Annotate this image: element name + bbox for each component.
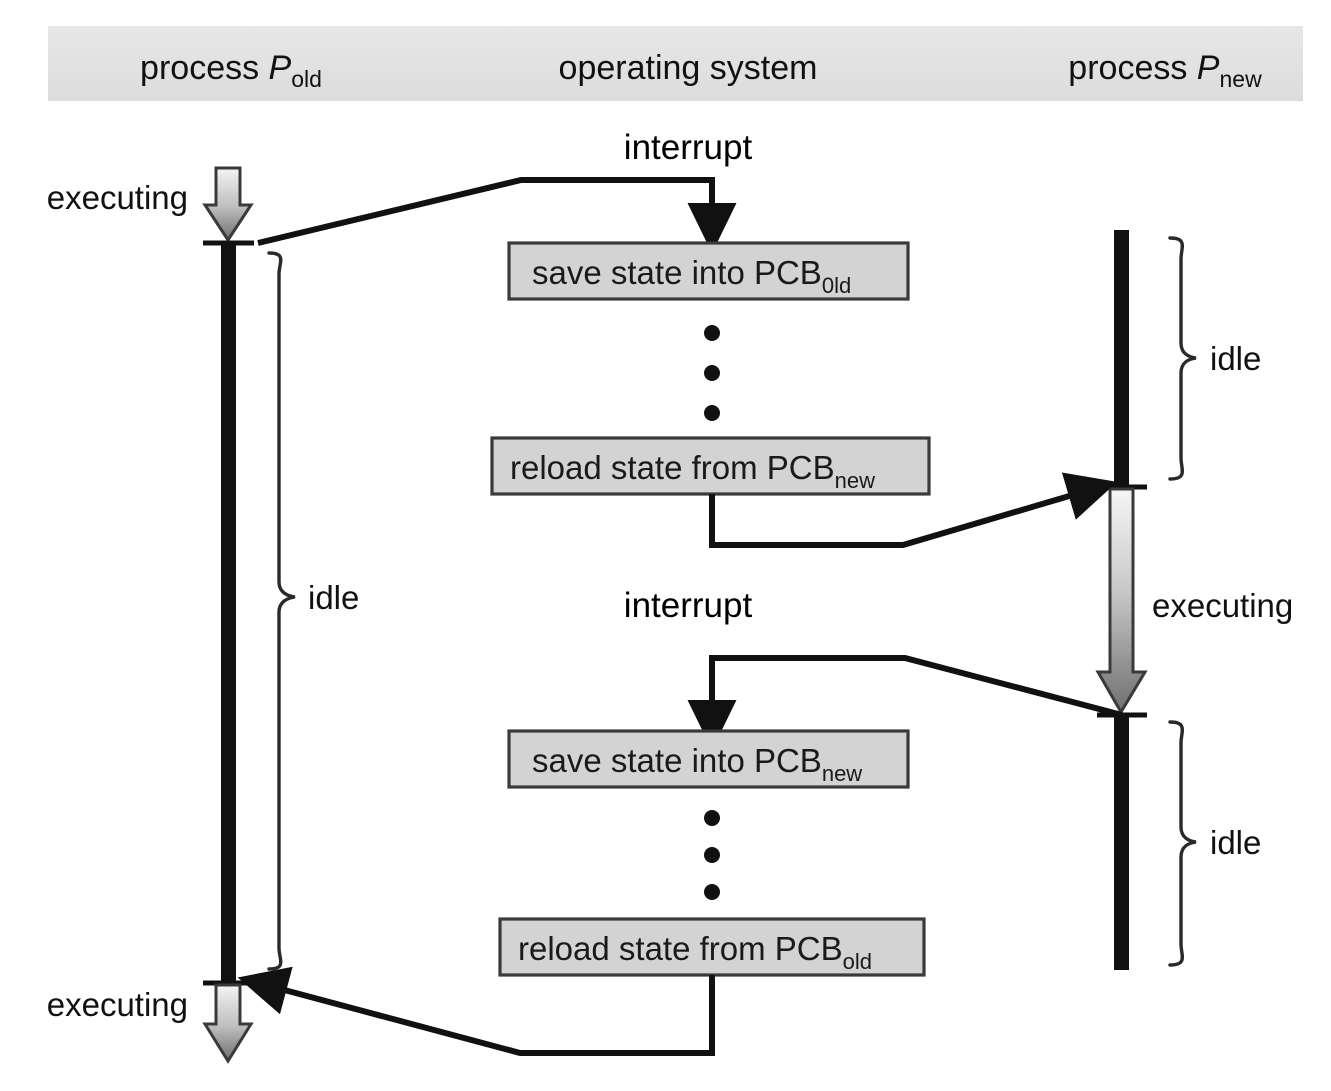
right-label-idle-top: idle — [1210, 340, 1261, 377]
box-reload-state-from-pcb-new — [490, 436, 931, 496]
box-label-reload-state-from-pcb-new: reload state from PCBnew — [510, 449, 875, 493]
interrupt-label-2: interrupt — [624, 586, 753, 625]
ellipsis-dot — [704, 405, 720, 421]
right-executing-arrow — [1095, 487, 1148, 715]
left-label-idle: idle — [308, 579, 359, 616]
ellipsis-dot — [704, 884, 720, 900]
ellipsis-dot — [704, 847, 720, 863]
box-save-state-into-pcb-new — [507, 729, 910, 789]
connector-new-to-save-state — [687, 655, 1123, 751]
interrupt-label-1: interrupt — [624, 128, 753, 167]
header-label-process-new: process Pnew — [1068, 49, 1262, 92]
ellipsis-dot — [704, 365, 720, 381]
box-save-state-into-pcb-old — [507, 241, 910, 301]
right-idle-brace-bottom — [1168, 720, 1197, 967]
box-label-reload-state-from-pcb-old: reload state from PCBold — [518, 930, 872, 974]
connector-old-to-save-state — [257, 177, 737, 254]
left-idle-brace — [267, 251, 296, 971]
left-label-executing-top: executing — [47, 179, 188, 216]
right-label-idle-bottom: idle — [1210, 824, 1261, 861]
right-idle-brace-top — [1168, 236, 1197, 481]
column-header-bar — [48, 26, 1303, 101]
left-executing-arrow-top — [202, 166, 254, 243]
left-timeline-idle-bar — [221, 243, 236, 983]
left-executing-arrow-bottom — [202, 983, 254, 1064]
header-label-operating-system: operating system — [559, 49, 818, 87]
ellipsis-dot — [704, 325, 720, 341]
left-label-executing-bottom: executing — [47, 986, 188, 1023]
connector-reload-to-new-process — [709, 472, 1118, 548]
ellipsis-dot — [704, 810, 720, 826]
header-label-process-old: process Pold — [140, 49, 322, 92]
right-timeline-idle-bar-bottom — [1114, 715, 1129, 970]
box-label-save-state-into-pcb-new: save state into PCBnew — [532, 742, 862, 786]
right-label-executing: executing — [1152, 587, 1293, 624]
connector-reload-to-old-process — [237, 966, 715, 1056]
box-label-save-state-into-pcb-old: save state into PCB0ld — [532, 254, 851, 298]
right-timeline-idle-bar-top — [1114, 230, 1129, 485]
